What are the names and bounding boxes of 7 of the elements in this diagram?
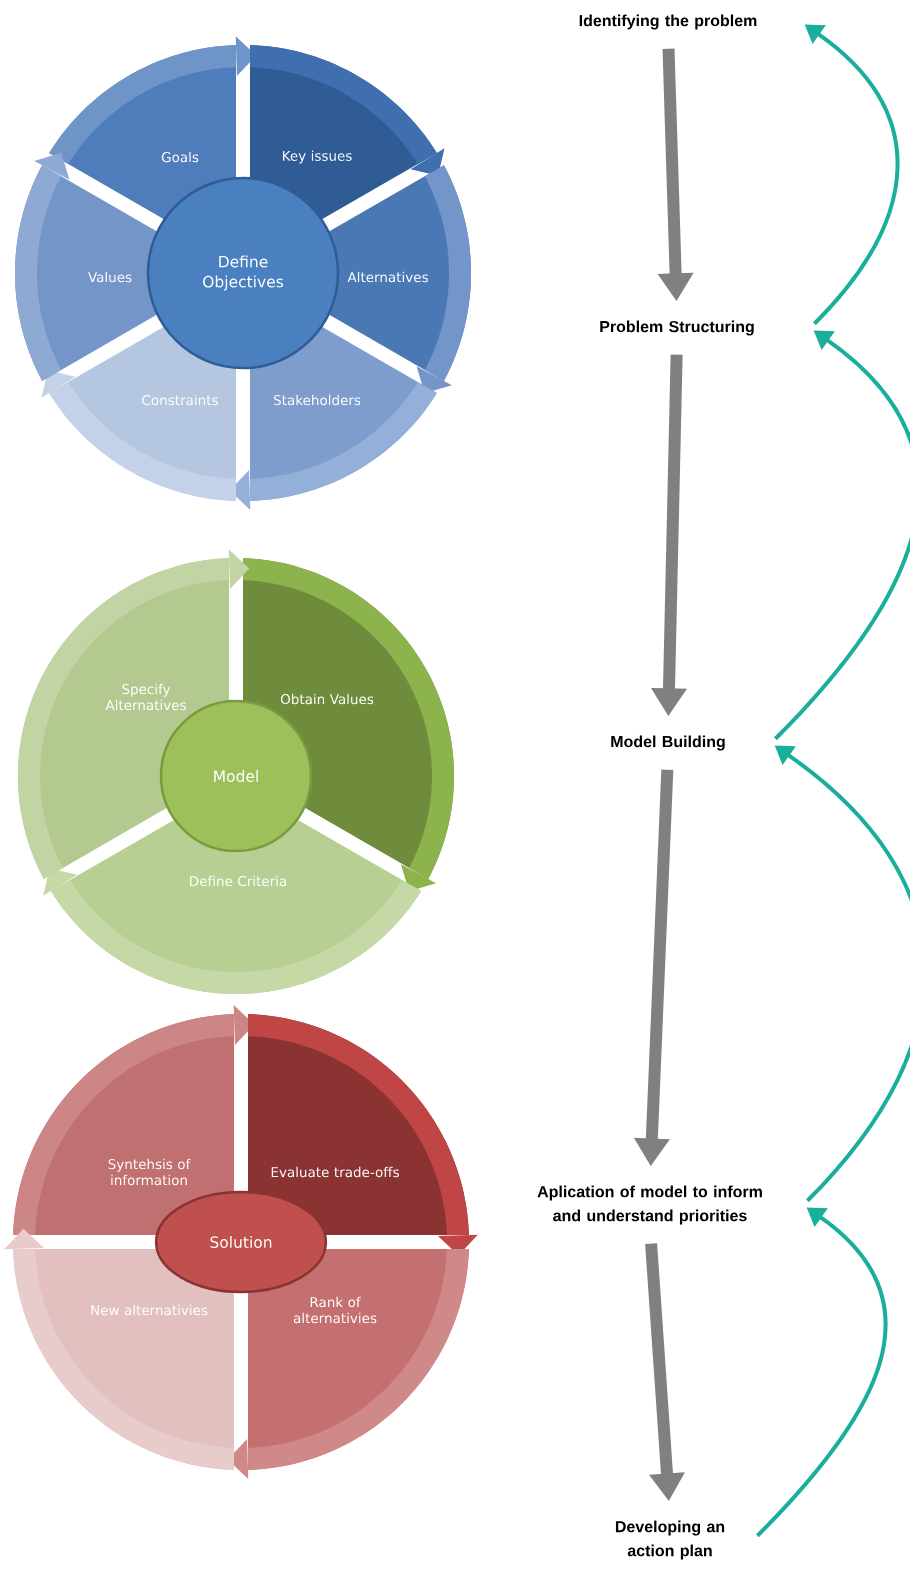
feedback-arrow <box>774 330 910 741</box>
feedback-arrow <box>756 1207 888 1538</box>
step-label: Identifying the problem <box>579 14 757 30</box>
step-label: Developing an action plan <box>615 1520 725 1560</box>
step-label: Problem Structuring <box>600 320 754 336</box>
step-label: Model Building <box>611 735 725 751</box>
step-label: Aplication of model to inform and understand priorities <box>537 1185 762 1225</box>
